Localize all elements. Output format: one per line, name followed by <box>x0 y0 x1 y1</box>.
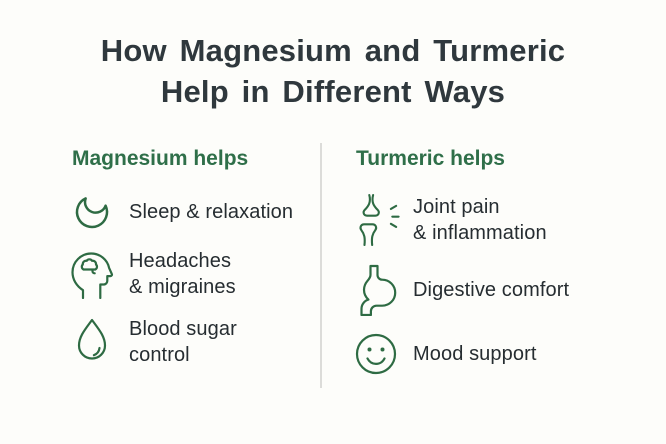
benefit-row: Headaches & migraines <box>68 248 308 300</box>
benefit-row: Mood support <box>352 332 652 376</box>
benefit-list: Joint pain & inflammation Digestive comf… <box>352 192 652 376</box>
droplet-icon <box>68 317 116 367</box>
benefit-label: Joint pain & inflammation <box>413 196 547 244</box>
benefit-label: Blood sugar control <box>129 318 237 366</box>
column-header: Magnesium helps <box>72 147 249 170</box>
title-line-2: Help in Different Ways <box>160 74 506 109</box>
brain-head-icon <box>68 249 116 299</box>
page-title: How Magnesium and Turmeric Help in Diffe… <box>0 30 666 112</box>
benefit-row: Sleep & relaxation <box>68 192 308 232</box>
benefit-list: Sleep & relaxation Headaches <box>68 192 308 368</box>
moon-icon <box>68 192 116 232</box>
benefit-label: Digestive comfort <box>413 279 570 301</box>
benefit-label: Sleep & relaxation <box>129 201 294 223</box>
benefit-label: Headaches & migraines <box>129 250 236 298</box>
column-turmeric: Turmeric helps Joint pain <box>352 146 652 376</box>
smiley-icon <box>352 332 400 376</box>
benefit-label: Mood support <box>413 343 537 365</box>
joint-icon <box>352 192 400 248</box>
stomach-icon <box>352 264 400 316</box>
title-line-1: How Magnesium and Turmeric <box>100 33 566 68</box>
column-header: Turmeric helps <box>356 147 505 170</box>
column-magnesium: Magnesium helps Sleep & relaxation <box>68 146 308 368</box>
column-divider <box>320 143 322 388</box>
benefit-row: Blood sugar control <box>68 316 308 368</box>
benefit-row: Digestive comfort <box>352 264 652 316</box>
benefit-row: Joint pain & inflammation <box>352 192 652 248</box>
